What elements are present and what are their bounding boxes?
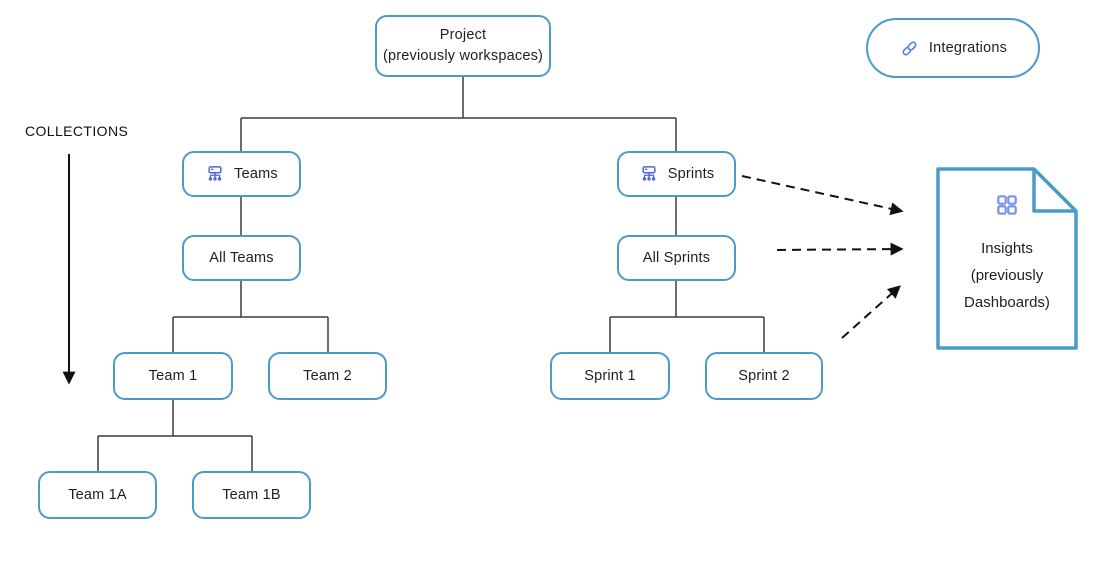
node-all-teams: All Teams: [182, 235, 301, 281]
node-project: Project (previously workspaces): [375, 15, 551, 77]
collections-label: COLLECTIONS: [25, 123, 129, 139]
link-icon: [899, 38, 920, 59]
sprints-label: Sprints: [667, 166, 715, 182]
sprint1-label: Sprint 1: [584, 368, 636, 384]
document-outline: [936, 167, 1078, 350]
node-teams: Teams: [182, 151, 301, 197]
team1a-label: Team 1A: [68, 487, 127, 503]
insights-label-line2: (previously: [970, 267, 1044, 284]
node-sprint2: Sprint 2: [705, 352, 823, 400]
dashed-arrow-sprint2-to-insights: [841, 285, 901, 339]
node-integrations: Integrations: [866, 18, 1040, 78]
team1b-label: Team 1B: [222, 487, 281, 503]
node-insights-document: Insights (previously Dashboards): [935, 166, 1079, 351]
sprint2-label: Sprint 2: [738, 368, 790, 384]
dashed-arrow-allsprints-to-insights: [776, 242, 904, 256]
insights-label-line1: Insights: [981, 240, 1033, 257]
team1-label: Team 1: [148, 368, 198, 384]
node-sprints: Sprints: [617, 151, 736, 197]
project-label-line1: Project: [439, 27, 487, 43]
node-team1a: Team 1A: [38, 471, 157, 519]
node-team2: Team 2: [268, 352, 387, 400]
project-label-line2: (previously workspaces): [382, 48, 544, 64]
integrations-label: Integrations: [928, 40, 1008, 56]
node-all-sprints: All Sprints: [617, 235, 736, 281]
org-chart-icon: [205, 164, 225, 184]
all-sprints-label: All Sprints: [642, 250, 711, 266]
node-sprint1: Sprint 1: [550, 352, 670, 400]
grid-icon: [994, 192, 1020, 223]
all-teams-label: All Teams: [209, 250, 274, 266]
org-chart-icon: [639, 164, 659, 184]
insights-label-line3: Dashboards): [964, 294, 1050, 311]
teams-label: Teams: [234, 166, 278, 182]
dashed-arrow-sprints-to-insights: [741, 175, 904, 216]
team2-label: Team 2: [303, 368, 352, 384]
node-team1: Team 1: [113, 352, 233, 400]
node-team1b: Team 1B: [192, 471, 311, 519]
